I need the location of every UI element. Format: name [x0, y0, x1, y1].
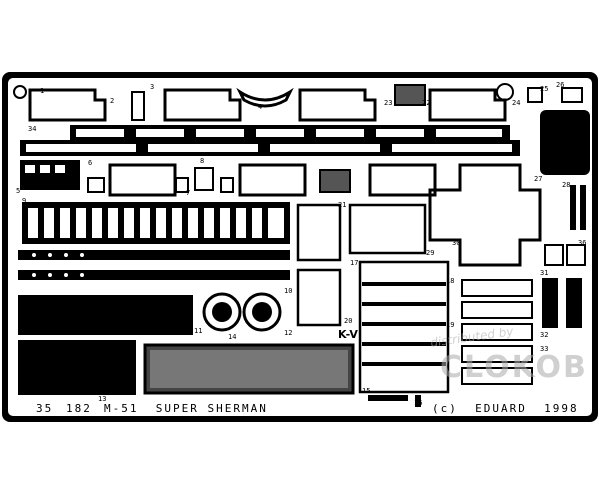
part-number: 27 [534, 175, 543, 183]
part-number: 8 [200, 157, 205, 165]
bottom-parts [368, 395, 421, 407]
part-number: 25 [540, 85, 549, 93]
part-number: 2 [110, 97, 115, 105]
part-number: 36 [578, 239, 587, 247]
part-number: 7 [186, 189, 191, 197]
bracket-row-middle [108, 163, 437, 197]
bracket-row-top [28, 87, 507, 122]
part-number: 24 [512, 99, 521, 107]
part-number: 19 [446, 321, 455, 329]
small-parts-left [13, 85, 234, 193]
part-number: 14 [228, 333, 237, 341]
part-number: 1 [40, 87, 45, 95]
kit-name: M-51 SUPER SHERMAN [104, 402, 268, 415]
part-number: 28 [562, 181, 571, 189]
copyright: (c) EDUARD 1998 [432, 402, 579, 415]
part-number: 6 [88, 159, 93, 167]
part-number: 20 [344, 317, 353, 325]
part-number: 9 [22, 197, 27, 205]
part-number: 30 [452, 239, 461, 247]
part-number: 13 [98, 395, 107, 403]
solid-blocks [18, 295, 193, 395]
part-number: 33 [540, 345, 549, 353]
kit-code: 182 [66, 402, 92, 415]
wheels [202, 292, 282, 332]
hinge-set [461, 279, 533, 385]
part-number: 16 [414, 399, 423, 407]
part-number: 34 [28, 125, 37, 133]
part-number: 26 [556, 81, 565, 89]
part-number: 31 [540, 269, 549, 277]
strip-rows [20, 125, 520, 156]
part-number: 22 [422, 99, 431, 107]
ribbed-panels [22, 202, 290, 244]
part-number: 12 [284, 329, 293, 337]
part-number: 32 [540, 331, 549, 339]
rails [18, 250, 290, 280]
part-number: 4 [258, 103, 263, 111]
part-number: 5 [16, 187, 21, 195]
plates [296, 203, 450, 394]
part-marking: K-V [338, 328, 358, 341]
part-number: 11 [194, 327, 203, 335]
part-number: 18 [446, 277, 455, 285]
part-number: 15 [362, 387, 371, 395]
mesh-grilles [143, 84, 426, 395]
part-number: 10 [284, 287, 293, 295]
part-number: 17 [350, 259, 359, 267]
plate-strips [362, 282, 446, 366]
part-number: 21 [338, 201, 347, 209]
part-number: 29 [426, 249, 435, 257]
part-number: 23 [384, 99, 393, 107]
part-number: 3 [150, 83, 155, 91]
right-parts [428, 83, 590, 328]
kit-number: 35 [36, 402, 54, 415]
distributor-watermark-logo: CLOKOB [440, 350, 588, 385]
part-number: 35 [512, 141, 521, 149]
